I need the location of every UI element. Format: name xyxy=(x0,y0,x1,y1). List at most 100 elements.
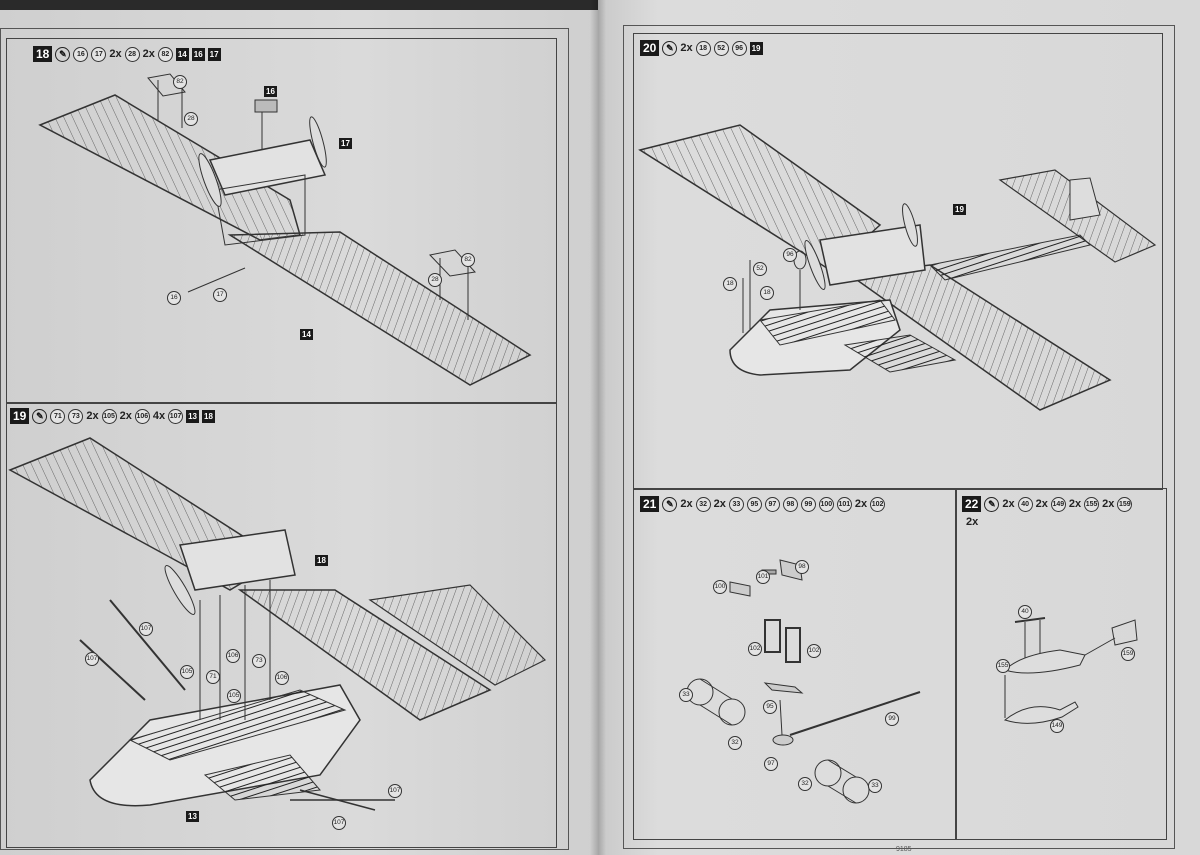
part-callout: 18 xyxy=(723,277,737,291)
part-callout: 33 xyxy=(679,688,693,702)
step-20-panel xyxy=(633,33,1163,490)
part-callout: 102 xyxy=(870,496,886,512)
part-callout: 95 xyxy=(746,496,762,512)
part-callout: 71 xyxy=(50,408,66,424)
part-callout: 107 xyxy=(139,622,153,636)
cement-icon: ✎ xyxy=(662,40,678,56)
part-callout: 99 xyxy=(800,496,816,512)
subassembly-ref: 17 xyxy=(207,47,221,61)
subassembly-ref: 18 xyxy=(202,409,215,423)
step-number: 18 xyxy=(33,46,53,62)
part-callout: 82 xyxy=(157,46,173,62)
part-callout: 82 xyxy=(173,75,187,89)
cement-icon: ✎ xyxy=(32,408,48,424)
part-callout: 100 xyxy=(713,580,727,594)
part-callout: 32 xyxy=(695,496,711,512)
quantity-label: 2x xyxy=(1035,498,1048,510)
part-callout: 159 xyxy=(1121,647,1135,661)
part-callout: 18 xyxy=(695,40,711,56)
part-callout: 98 xyxy=(795,560,809,574)
part-callout: 95 xyxy=(763,700,777,714)
part-callout: 17 xyxy=(91,46,107,62)
part-callout: 155 xyxy=(1084,496,1100,512)
part-callout: 73 xyxy=(68,408,84,424)
part-callout: 73 xyxy=(252,654,266,668)
step-19-header: 19 ✎ 71 73 2x 105 2x 106 4x 107 13 18 xyxy=(10,408,215,424)
step-number: 20 xyxy=(640,40,660,56)
part-callout: 52 xyxy=(753,262,767,276)
quantity-label: 2x xyxy=(680,42,693,54)
subassembly-ref: 19 xyxy=(749,41,763,55)
step-18-panel xyxy=(6,38,557,404)
step-number: 21 xyxy=(640,496,660,512)
step-22-panel xyxy=(955,488,1167,840)
part-callout: 105 xyxy=(227,689,241,703)
part-callout: 106 xyxy=(134,408,150,424)
step-20-header: 20 ✎ 2x 18 52 96 19 xyxy=(640,40,763,56)
part-callout: 52 xyxy=(713,40,729,56)
step-21-strut-assembly xyxy=(686,559,921,804)
part-callout: 101 xyxy=(836,496,852,512)
part-callout: 149 xyxy=(1050,496,1066,512)
step-number: 22 xyxy=(962,496,982,512)
quantity-label: 2x xyxy=(1102,498,1115,510)
part-callout: 28 xyxy=(124,46,140,62)
quantity-label: 2x xyxy=(1068,498,1082,510)
subassembly-ref: 14 xyxy=(175,47,189,61)
part-callout: 106 xyxy=(275,671,289,685)
part-callout: 99 xyxy=(885,712,899,726)
quantity-label: 2x xyxy=(966,516,979,528)
quantity-label: 2x xyxy=(119,410,132,422)
step-21-panel xyxy=(633,488,957,840)
step-number: 19 xyxy=(10,408,30,424)
step-22-bomb-assembly xyxy=(1003,617,1138,724)
part-callout: 107 xyxy=(168,408,184,424)
part-callout: 82 xyxy=(461,253,475,267)
subassembly-ref: 18 xyxy=(315,555,328,566)
cement-icon: ✎ xyxy=(55,46,71,62)
page-footer: 9185 xyxy=(896,846,912,853)
part-callout: 100 xyxy=(818,496,834,512)
part-callout: 98 xyxy=(782,496,798,512)
part-callout: 16 xyxy=(73,46,89,62)
part-callout: 28 xyxy=(184,112,198,126)
part-callout: 107 xyxy=(85,652,99,666)
right-page-border xyxy=(623,25,1175,849)
step-18-wing xyxy=(38,73,532,386)
part-callout: 17 xyxy=(213,288,227,302)
part-callout: 28 xyxy=(428,273,442,287)
part-callout: 97 xyxy=(764,757,778,771)
part-callout: 18 xyxy=(760,286,774,300)
step-22-header: 22 ✎ 2x 40 2x 149 2x 155 2x 159 xyxy=(962,496,1152,512)
part-callout: 40 xyxy=(1018,605,1032,619)
step-21-header: 21 ✎ 2x 32 2x 33 95 97 98 99 100 101 2x … xyxy=(640,496,886,512)
part-callout: 101 xyxy=(756,570,770,584)
subassembly-ref: 13 xyxy=(186,409,200,423)
subassembly-ref: 19 xyxy=(953,204,966,215)
part-callout: 107 xyxy=(388,784,402,798)
step-19-panel xyxy=(6,402,557,848)
quantity-label: 2x xyxy=(142,48,155,60)
quantity-label: 4x xyxy=(152,410,166,422)
book-gutter xyxy=(590,0,606,855)
quantity-label: 2x xyxy=(1002,498,1015,510)
quantity-label: 2x xyxy=(680,498,693,510)
part-callout: 33 xyxy=(728,496,744,512)
part-callout: 106 xyxy=(226,649,240,663)
part-callout: 32 xyxy=(798,777,812,791)
subassembly-ref: 13 xyxy=(186,811,199,822)
part-callout: 159 xyxy=(1117,496,1133,512)
quantity-label: 2x xyxy=(86,410,99,422)
step-22-trailing-qty: 2x xyxy=(966,516,978,528)
subassembly-ref: 16 xyxy=(264,86,277,97)
part-callout: 33 xyxy=(868,779,882,793)
quantity-label: 2x xyxy=(713,498,726,510)
quantity-label: 2x xyxy=(109,48,122,60)
cement-icon: ✎ xyxy=(662,496,678,512)
part-callout: 96 xyxy=(731,40,747,56)
part-callout: 105 xyxy=(180,665,194,679)
quantity-label: 2x xyxy=(854,498,868,510)
part-callout: 32 xyxy=(728,736,742,750)
part-callout: 102 xyxy=(807,644,821,658)
